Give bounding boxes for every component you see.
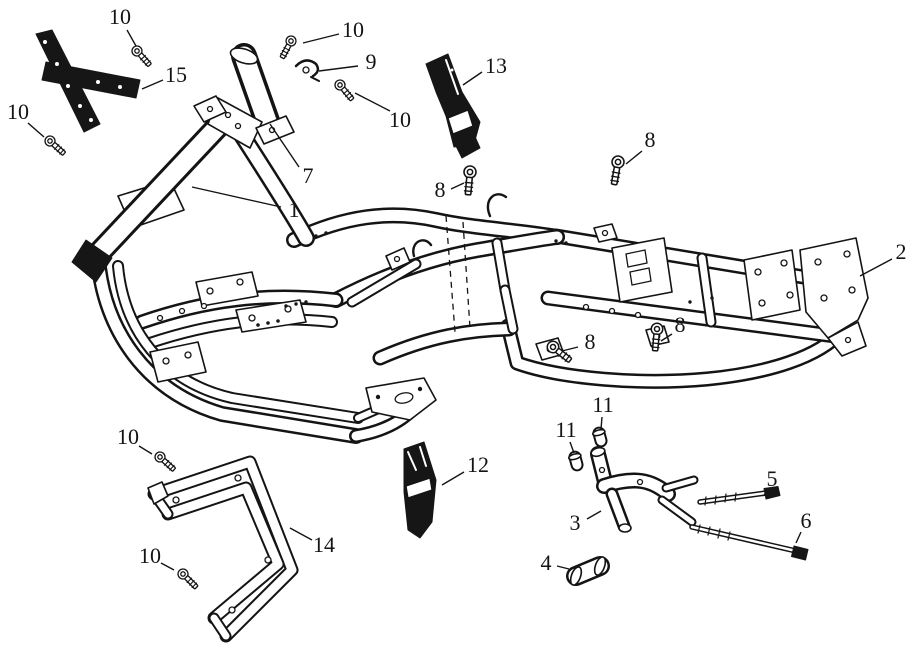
bracket-part-15 [35,29,141,133]
part-8-bolt [546,340,573,363]
leader-line-3 [586,510,602,520]
bushing-part-4 [566,556,610,586]
leader-line-6 [795,531,802,544]
bolt-part-5 [697,486,781,506]
leader-line-2 [859,258,893,277]
leader-line-15 [141,79,164,90]
clip-part-9 [294,59,320,82]
lever-part-13 [425,53,481,159]
leader-line-10 [302,33,340,44]
part-10-bolt [154,451,176,472]
leader-lines [27,29,893,571]
leader-line-14 [289,527,313,541]
leader-line-13 [462,71,483,86]
leader-line-10 [354,92,391,112]
leader-line-12 [441,471,465,486]
leader-line-8 [561,346,579,352]
leader-line-10 [126,29,137,47]
part-8-bolt [463,165,477,196]
part-10-bolt [279,35,297,60]
part-10-bolt [334,79,355,102]
leader-line-10 [138,445,153,455]
frame-assembly [71,43,869,444]
part-11-bushing [568,450,584,472]
leader-line-8 [660,333,673,342]
leader-line-1 [191,186,282,208]
leader-line-9 [318,65,359,72]
leader-line-11 [569,441,575,454]
leader-line-8 [450,182,465,190]
part-11-bushing [592,426,608,448]
part-10-bolt [44,135,66,156]
leader-line-7 [269,123,300,168]
leader-line-11 [600,416,603,430]
generated-small-parts [44,35,664,590]
lever-part-12 [403,441,437,539]
leader-line-10 [27,122,45,138]
bracket-part-14 [147,455,299,643]
part-8-bolt [650,322,664,352]
part-8-bolt [610,155,625,186]
bolt-part-6 [689,524,809,561]
part-10-bolt [177,568,199,590]
leader-line-4 [556,565,570,570]
engine-mount-part-3 [590,446,699,533]
leader-line-5 [763,489,770,496]
leader-line-8 [625,150,643,165]
leader-line-10 [160,562,175,571]
part-10-bolt [131,45,152,67]
